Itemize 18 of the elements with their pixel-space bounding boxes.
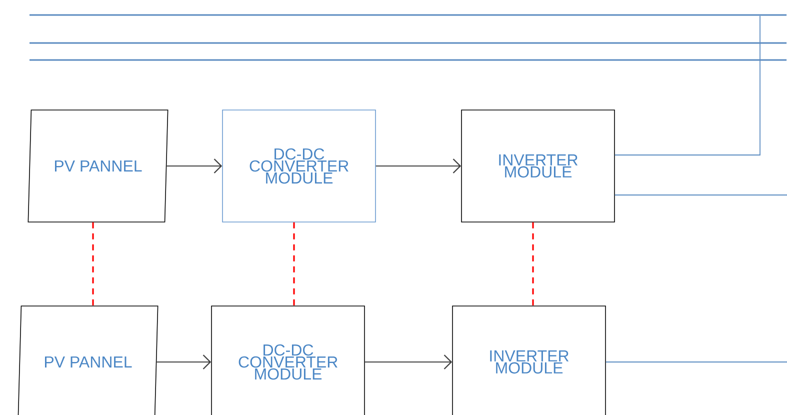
bus-line xyxy=(30,59,786,61)
module-box: INVERTER MODULE xyxy=(452,306,606,415)
arrow xyxy=(156,354,212,370)
module-box: DC-DC CONVERTER MODULE xyxy=(211,306,365,415)
wire xyxy=(614,15,760,156)
module-box: DC-DC CONVERTER MODULE xyxy=(222,110,376,222)
wire xyxy=(614,194,787,196)
bus-line xyxy=(30,42,786,44)
arrow xyxy=(166,158,222,174)
link-line xyxy=(293,222,295,306)
link-line xyxy=(92,222,94,306)
arrow xyxy=(375,158,462,174)
input-parallelogram: PV PANNEL xyxy=(28,110,168,222)
input-parallelogram: PV PANNEL xyxy=(18,306,158,415)
link-line xyxy=(532,222,534,306)
arrow xyxy=(364,354,452,370)
module-box: INVERTER MODULE xyxy=(461,110,615,222)
bus-line xyxy=(30,14,786,16)
